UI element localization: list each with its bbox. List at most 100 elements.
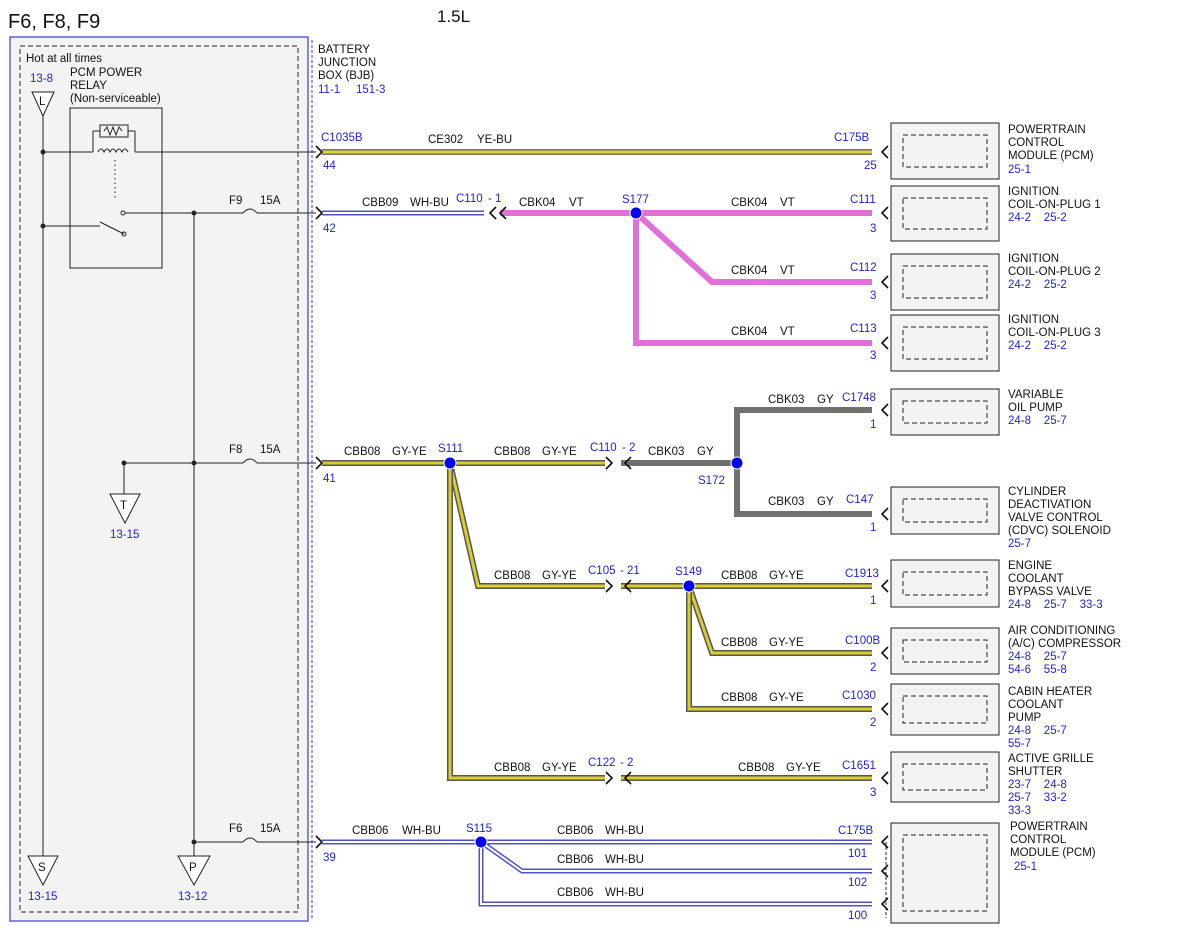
svg-text:POWERTRAIN: POWERTRAIN <box>1010 821 1088 833</box>
circuit-cbb06-d-color: WH-BU <box>605 887 644 899</box>
component-arrow-3 <box>880 336 889 350</box>
svg-text:CYLINDER: CYLINDER <box>1008 486 1066 498</box>
svg-text:DEACTIVATION: DEACTIVATION <box>1008 499 1091 511</box>
pcm2-connector: C175B <box>838 825 873 837</box>
wire-cbb08-c1030 <box>686 586 872 712</box>
svg-text:COOLANT: COOLANT <box>1008 699 1064 711</box>
component-boxes <box>885 122 1000 924</box>
splice-points <box>443 206 744 849</box>
ref-p: 13-12 <box>178 891 207 903</box>
svg-text:ENGINE: ENGINE <box>1008 560 1052 572</box>
fuse-title: F6, F8, F9 <box>8 11 100 33</box>
svg-text:POWERTRAIN: POWERTRAIN <box>1008 124 1086 136</box>
ecbv-pin: 1 <box>870 595 876 607</box>
bjb-title-1: BATTERY <box>318 44 370 56</box>
pcm2-pin-100: 100 <box>848 910 867 922</box>
component-coil-on-plug-2: IGNITION COIL-ON-PLUG 2 24-2 25-2 <box>1008 253 1101 291</box>
circuit-cbk03-a-color: GY <box>697 446 714 458</box>
ecbv-connector: C1913 <box>845 568 879 580</box>
inline-arrow-c110-2-b <box>623 456 632 470</box>
cdvc-pin: 1 <box>870 522 876 534</box>
circuit-cbb08-g: CBB08 <box>494 762 530 774</box>
splice-dot-s177 <box>629 206 643 220</box>
component-pcm-1: POWERTRAIN CONTROL MODULE (PCM) 25-1 <box>1008 124 1094 176</box>
ags-pin: 3 <box>870 787 876 799</box>
pcm1-pin: 25 <box>864 160 877 172</box>
inline-arrow-c105-a <box>605 579 614 593</box>
wire-cbk03-top <box>734 407 872 463</box>
svg-text:L: L <box>39 96 46 108</box>
circuit-cbk04-c-color: VT <box>780 265 795 277</box>
svg-text:COOLANT: COOLANT <box>1008 573 1064 585</box>
svg-text:54-6 55-8: 54-6 55-8 <box>1008 664 1067 676</box>
svg-text:24-2 25-2: 24-2 25-2 <box>1008 279 1067 291</box>
ac-pin: 2 <box>870 662 876 674</box>
circuit-cbb09-color: WH-BU <box>410 197 449 209</box>
circuit-cbb08-a: CBB08 <box>344 446 380 458</box>
inline-c105: C105 <box>588 565 616 577</box>
circuit-cbk04-b-color: VT <box>780 197 795 209</box>
component-arrow-4 <box>880 403 889 417</box>
ref-s: 13-15 <box>28 891 57 903</box>
bjb-arrow-42 <box>315 206 324 220</box>
circuit-ce302-color: YE-BU <box>477 134 512 146</box>
box-coil-3 <box>890 314 1000 372</box>
svg-text:25-1: 25-1 <box>1008 164 1031 176</box>
svg-text:(A/C) COMPRESSOR: (A/C) COMPRESSOR <box>1008 638 1121 650</box>
terminal-p: P <box>177 855 211 887</box>
vop-connector: C1748 <box>842 392 876 404</box>
ref-13-8: 13-8 <box>30 73 53 85</box>
bjb-ref-1: 11-1 <box>318 84 340 96</box>
component-arrow-2 <box>880 275 889 289</box>
pcm-power-relay <box>69 107 163 269</box>
box-coil-1 <box>890 185 1000 242</box>
bjb-pin-44: 44 <box>323 160 336 172</box>
component-active-grille-shutter: ACTIVE GRILLE SHUTTER 23-7 24-8 25-7 33-… <box>1008 753 1094 817</box>
box-cdvc <box>890 486 1000 535</box>
box-ac <box>890 627 1000 675</box>
inline-c110-2-pin: - 2 <box>622 442 635 454</box>
circuit-cbb06-c: CBB06 <box>557 854 593 866</box>
bjb-pin-39: 39 <box>323 852 336 864</box>
fuse-f9-name: F9 <box>229 195 242 207</box>
box-pcm-2 <box>890 822 1000 924</box>
ac-connector: C100B <box>845 635 880 647</box>
bjb-arrow-39 <box>315 835 324 849</box>
wire-cbb08-c100b <box>686 585 872 656</box>
fuse-f8-rating: 15A <box>260 444 281 456</box>
circuit-cbb08-a-color: GY-YE <box>392 446 427 458</box>
component-engine-coolant-bypass-valve: ENGINE COOLANT BYPASS VALVE 24-8 25-7 33… <box>1008 560 1103 611</box>
splice-dot-s115 <box>474 835 488 849</box>
circuit-cbk03-b-color: GY <box>817 394 834 406</box>
box-ecbv <box>890 559 1000 608</box>
circuit-cbb06-b: CBB06 <box>557 825 593 837</box>
svg-text:24-8 25-7: 24-8 25-7 <box>1008 725 1067 737</box>
circuit-cbk04-a-color: VT <box>569 197 584 209</box>
svg-text:VARIABLE: VARIABLE <box>1008 389 1064 401</box>
svg-text:25-7 33-2: 25-7 33-2 <box>1008 792 1067 804</box>
inline-c110-1: C110 <box>456 193 483 205</box>
svg-text:ACTIVE GRILLE: ACTIVE GRILLE <box>1008 753 1094 765</box>
inline-arrow-c122-b <box>623 771 632 785</box>
circuit-cbk03-a: CBK03 <box>648 446 684 458</box>
fuse-f6-rating: 15A <box>260 823 281 835</box>
svg-text:PUMP: PUMP <box>1008 712 1042 724</box>
circuit-cbb08-h-color: GY-YE <box>786 762 821 774</box>
wire-cbb06-102 <box>479 839 872 874</box>
cop3-connector: C113 <box>850 323 877 335</box>
box-pcm-1 <box>890 122 1000 180</box>
inline-c110-1-pin: - 1 <box>488 193 501 205</box>
circuit-cbb09: CBB09 <box>362 197 398 209</box>
splice-dot-s149 <box>682 579 696 593</box>
circuit-cbk04-c: CBK04 <box>731 265 768 277</box>
svg-text:COIL-ON-PLUG 3: COIL-ON-PLUG 3 <box>1008 327 1101 339</box>
bjb-connector-c1035b: C1035B <box>321 132 363 144</box>
component-arrow-12 <box>880 897 889 911</box>
circuit-cbb08-b: CBB08 <box>494 446 530 458</box>
vop-pin: 1 <box>870 419 876 431</box>
circuit-cbb08-h: CBB08 <box>738 762 774 774</box>
circuit-cbb08-c-color: GY-YE <box>542 570 577 582</box>
svg-text:BYPASS VALVE: BYPASS VALVE <box>1008 586 1092 598</box>
circuit-cbb08-e-color: GY-YE <box>769 637 804 649</box>
engine-label: 1.5L <box>437 7 470 26</box>
